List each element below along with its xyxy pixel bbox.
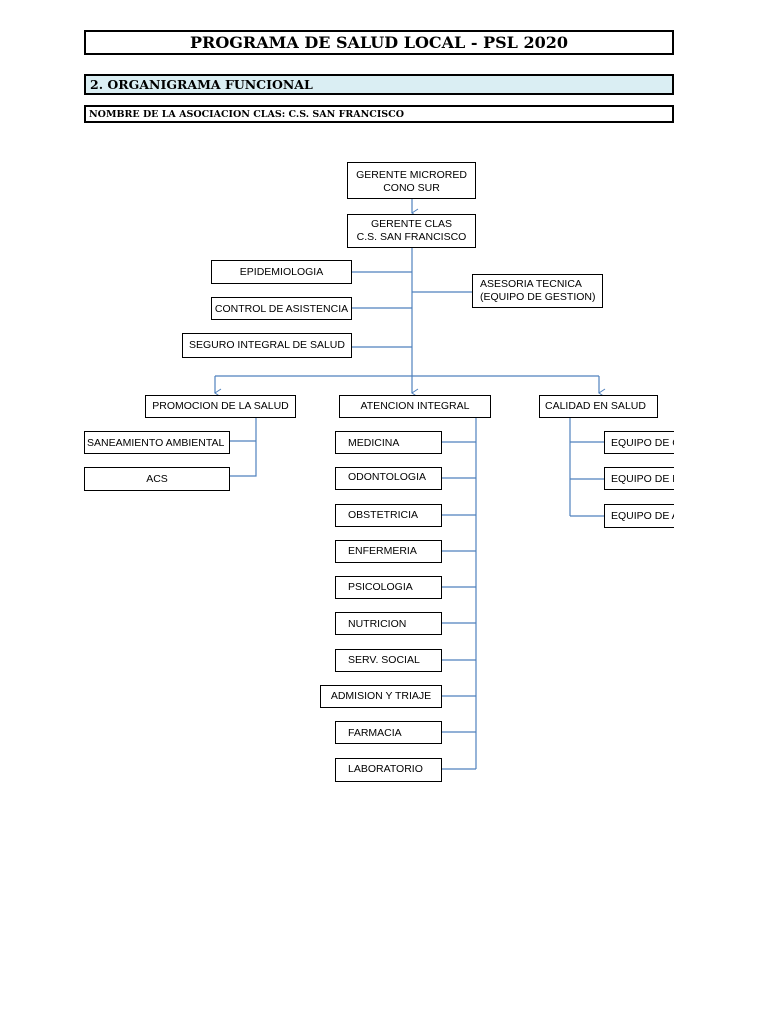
node-equipo-m: EQUIPO DE M xyxy=(604,467,674,490)
node-seguro-integral: SEGURO INTEGRAL DE SALUD xyxy=(182,333,352,358)
node-asesoria-line1: ASESORIA TECNICA xyxy=(480,278,582,290)
node-odontologia: ODONTOLOGIA xyxy=(335,467,442,490)
node-enfermeria: ENFERMERIA xyxy=(335,540,442,563)
node-epidemiologia: EPIDEMIOLOGIA xyxy=(211,260,352,284)
section-heading: 2. ORGANIGRAMA FUNCIONAL xyxy=(84,74,674,95)
node-equipo-c: EQUIPO DE C xyxy=(604,431,674,454)
node-acs: ACS xyxy=(84,467,230,491)
node-gerente-clas-line1: GERENTE CLAS xyxy=(370,218,453,230)
node-asesoria-line2: (EQUIPO DE GESTION) xyxy=(480,290,596,303)
association-name: NOMBRE DE LA ASOCIACION CLAS: C.S. SAN F… xyxy=(84,105,674,123)
node-equipo-a: EQUIPO DE A xyxy=(604,504,674,528)
node-calidad-salud: CALIDAD EN SALUD xyxy=(539,395,658,418)
node-serv-social: SERV. SOCIAL xyxy=(335,649,442,672)
node-gerente-microred-line1: GERENTE MICRORED xyxy=(356,169,467,181)
node-gerente-microred: GERENTE MICRORED CONO SUR xyxy=(347,162,476,199)
node-obstetricia: OBSTETRICIA xyxy=(335,504,442,527)
node-psicologia: PSICOLOGIA xyxy=(335,576,442,599)
node-gerente-clas: GERENTE CLAS C.S. SAN FRANCISCO xyxy=(347,214,476,248)
connector-promocion-children xyxy=(230,418,257,477)
node-laboratorio: LABORATORIO xyxy=(335,758,442,782)
node-atencion-integral: ATENCION INTEGRAL xyxy=(339,395,491,418)
node-asesoria-tecnica: ASESORIA TECNICA (EQUIPO DE GESTION) xyxy=(472,274,603,308)
connector-calidad-children xyxy=(570,441,604,517)
node-nutricion: NUTRICION xyxy=(335,612,442,635)
node-gerente-microred-line2: CONO SUR xyxy=(383,181,440,194)
node-farmacia: FARMACIA xyxy=(335,721,442,744)
page-title: PROGRAMA DE SALUD LOCAL - PSL 2020 xyxy=(84,30,674,55)
node-admision-triaje: ADMISION Y TRIAJE xyxy=(320,685,442,708)
connector-atencion-children xyxy=(442,441,476,770)
node-medicina: MEDICINA xyxy=(335,431,442,454)
node-saneamiento-ambiental: SANEAMIENTO AMBIENTAL xyxy=(84,431,230,454)
node-control-asistencia: CONTROL DE ASISTENCIA xyxy=(211,297,352,320)
node-gerente-clas-line2: C.S. SAN FRANCISCO xyxy=(356,230,467,243)
node-promocion-salud: PROMOCION DE LA SALUD xyxy=(145,395,296,418)
